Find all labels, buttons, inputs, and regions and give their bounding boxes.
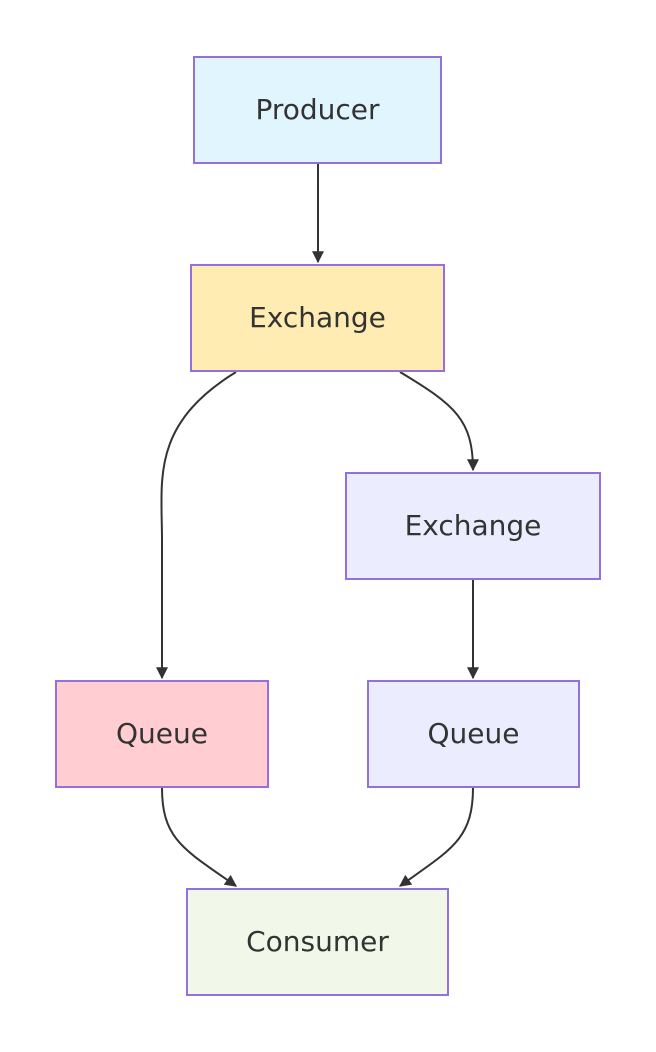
exchange-secondary-node: Exchange	[345, 472, 601, 580]
edge-queue-left-to-consumer	[161, 787, 237, 887]
producer-node: Producer	[193, 56, 442, 164]
edge-exchange-to-queue-left	[156, 371, 237, 680]
edge-queue-right-to-consumer	[399, 787, 474, 887]
exchange-secondary-label: Exchange	[404, 509, 542, 542]
producer-label: Producer	[255, 93, 380, 126]
queue-left-node: Queue	[55, 680, 269, 788]
queue-right-node: Queue	[367, 680, 580, 788]
queue-right-label: Queue	[427, 717, 520, 750]
consumer-label: Consumer	[246, 925, 389, 958]
exchange-main-node: Exchange	[190, 264, 445, 372]
exchange-main-label: Exchange	[249, 301, 386, 334]
queue-left-label: Queue	[116, 717, 208, 750]
edge-exchange-to-exchange-secondary	[399, 371, 479, 472]
consumer-node: Consumer	[186, 888, 449, 996]
